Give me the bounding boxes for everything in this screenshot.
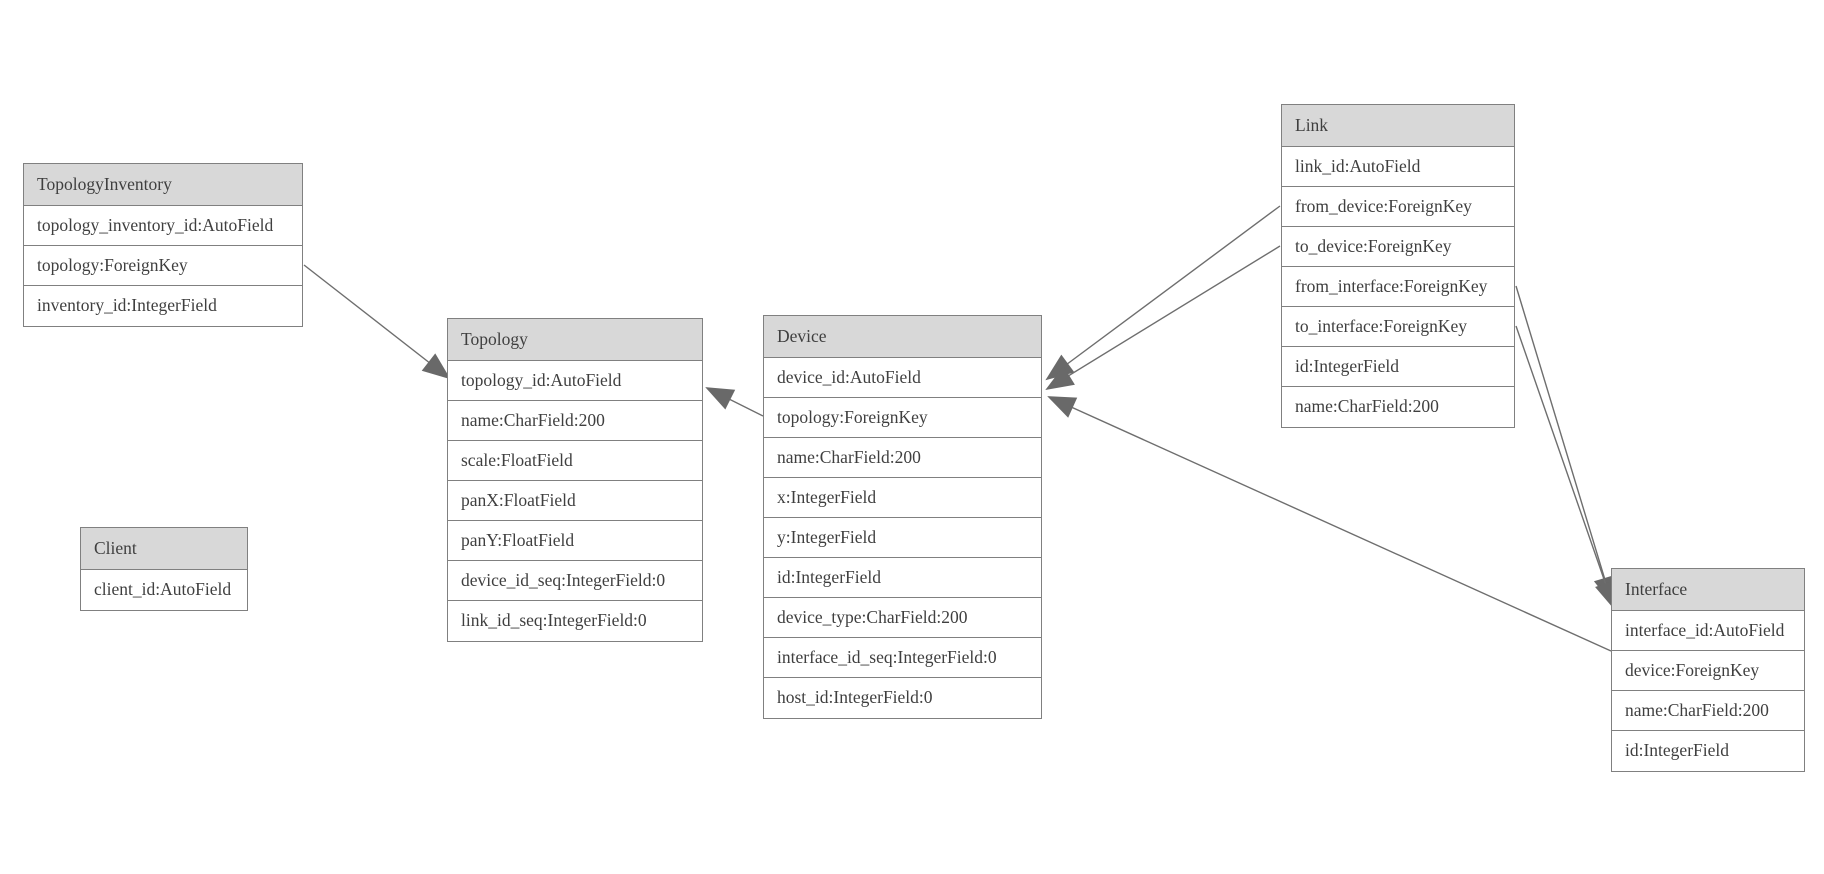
entity-title-topology-inventory: TopologyInventory bbox=[24, 164, 302, 206]
entity-title-topology: Topology bbox=[448, 319, 702, 361]
entity-field-row: to_device:ForeignKey bbox=[1282, 227, 1514, 267]
entity-field-row: interface_id_seq:IntegerField:0 bbox=[764, 638, 1041, 678]
relation-interface-device bbox=[1047, 396, 1612, 652]
entity-title-interface: Interface bbox=[1612, 569, 1804, 611]
entity-field-row: topology_inventory_id:AutoField bbox=[24, 206, 302, 246]
entity-field-row: panY:FloatField bbox=[448, 521, 702, 561]
entity-field-row: from_device:ForeignKey bbox=[1282, 187, 1514, 227]
entity-field-row: device:ForeignKey bbox=[1612, 651, 1804, 691]
entity-title-device: Device bbox=[764, 316, 1041, 358]
entity-field-row: interface_id:AutoField bbox=[1612, 611, 1804, 651]
relation-link-from-interface-interface bbox=[1515, 285, 1615, 605]
entity-field-row: y:IntegerField bbox=[764, 518, 1041, 558]
entity-field-row: name:CharField:200 bbox=[1612, 691, 1804, 731]
entity-field-row: link_id_seq:IntegerField:0 bbox=[448, 601, 702, 641]
entity-field-row: id:IntegerField bbox=[1612, 731, 1804, 771]
relation-device-topology bbox=[705, 387, 764, 417]
entity-title-client: Client bbox=[81, 528, 247, 570]
entity-field-row: topology:ForeignKey bbox=[764, 398, 1041, 438]
entity-field-row: x:IntegerField bbox=[764, 478, 1041, 518]
entity-field-row: host_id:IntegerField:0 bbox=[764, 678, 1041, 718]
entity-field-row: id:IntegerField bbox=[1282, 347, 1514, 387]
entity-field-row: device_id:AutoField bbox=[764, 358, 1041, 398]
entity-field-row: device_id_seq:IntegerField:0 bbox=[448, 561, 702, 601]
entity-field-row: name:CharField:200 bbox=[1282, 387, 1514, 427]
entity-field-row: name:CharField:200 bbox=[448, 401, 702, 441]
entity-field-row: topology:ForeignKey bbox=[24, 246, 302, 286]
entity-field-row: panX:FloatField bbox=[448, 481, 702, 521]
entity-field-row: scale:FloatField bbox=[448, 441, 702, 481]
entity-field-row: from_interface:ForeignKey bbox=[1282, 267, 1514, 307]
entity-field-row: link_id:AutoField bbox=[1282, 147, 1514, 187]
entity-field-row: name:CharField:200 bbox=[764, 438, 1041, 478]
entity-field-row: device_type:CharField:200 bbox=[764, 598, 1041, 638]
entity-field-row: client_id:AutoField bbox=[81, 570, 247, 610]
entity-title-link: Link bbox=[1282, 105, 1514, 147]
entity-field-row: topology_id:AutoField bbox=[448, 361, 702, 401]
entity-field-row: id:IntegerField bbox=[764, 558, 1041, 598]
relation-link-to-interface-interface bbox=[1515, 325, 1616, 610]
relation-link-from-device-device bbox=[1045, 205, 1281, 381]
relation-topologyinventory-topology bbox=[303, 264, 451, 380]
entity-field-row: inventory_id:IntegerField bbox=[24, 286, 302, 326]
relation-link-to-device-device bbox=[1045, 245, 1281, 391]
entity-field-row: to_interface:ForeignKey bbox=[1282, 307, 1514, 347]
